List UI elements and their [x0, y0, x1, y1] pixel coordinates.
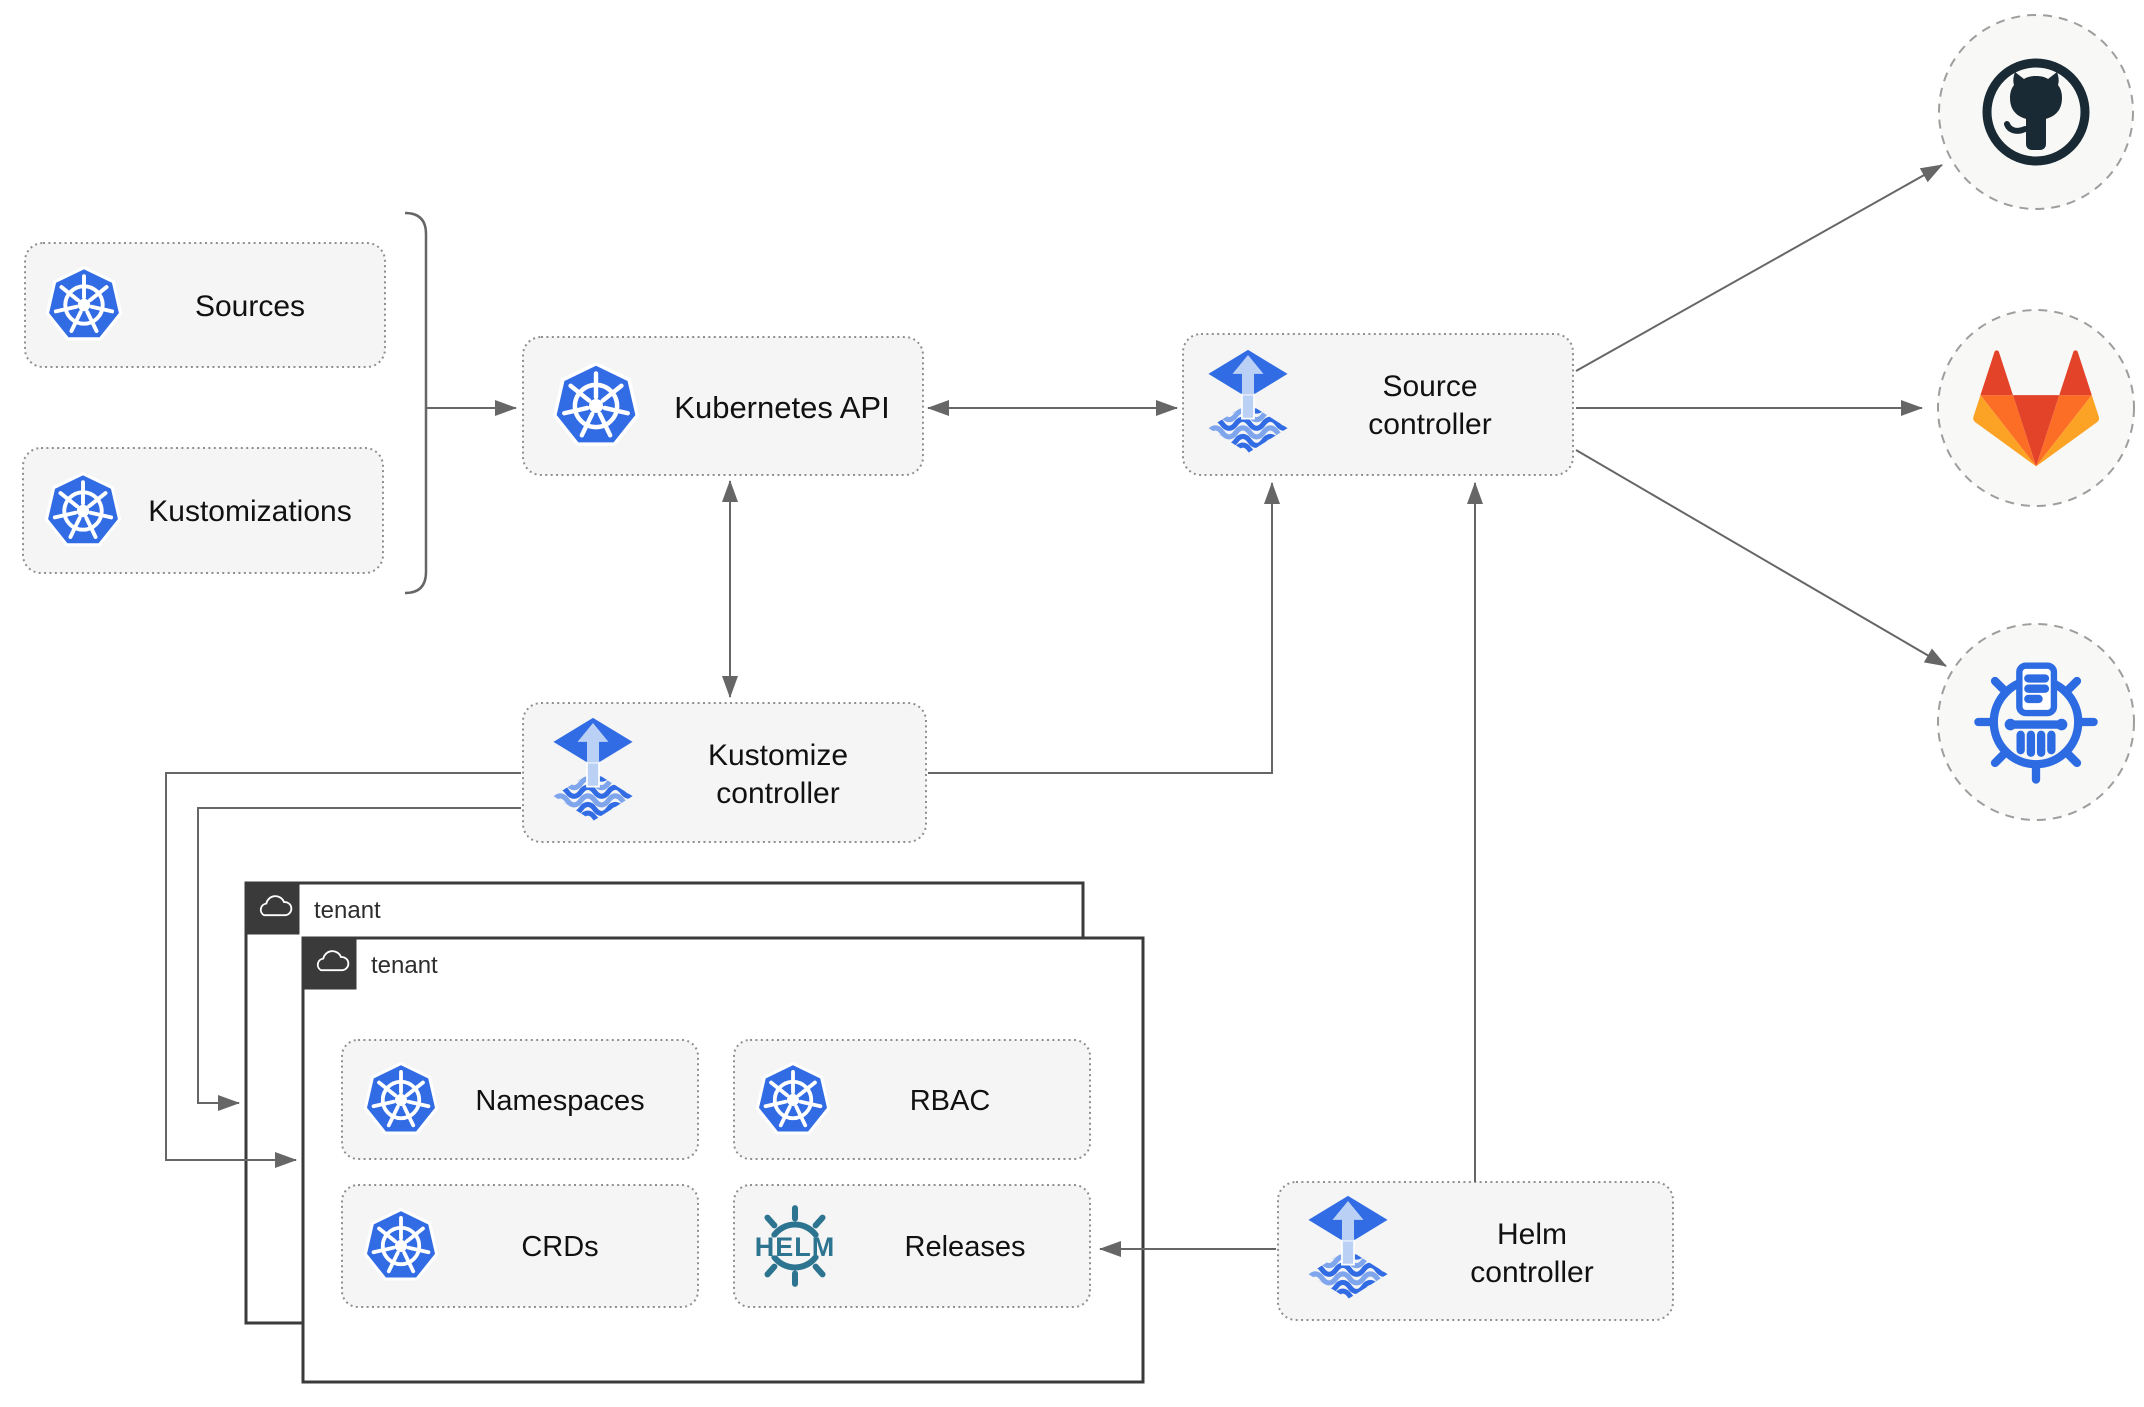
helm-controller-label-line2: controller [1470, 1256, 1593, 1289]
kustomizations-rect [22, 447, 384, 574]
edge-kustomize-controller-tenant-front [165, 772, 521, 1168]
kubernetes-icon [363, 1062, 439, 1135]
helm-wordmark: HELM [755, 1232, 836, 1262]
namespaces-label: Namespaces [475, 1085, 644, 1117]
kubernetes-icon [555, 364, 638, 444]
node-kustomize-controller: Kustomize controller [522, 702, 927, 843]
edge-kustomize-controller-tenant-back [197, 807, 521, 1111]
kubernetes-icon [363, 1208, 439, 1281]
tenant-front-label: tenant [371, 952, 438, 979]
edge-source-controller-chart-repository [1575, 449, 1947, 667]
node-rbac: RBAC [733, 1039, 1091, 1160]
node-crds: CRDs [341, 1184, 699, 1308]
edges [165, 164, 1947, 1257]
node-namespaces: Namespaces [341, 1039, 699, 1160]
source-controller-label-line2: controller [1368, 408, 1491, 441]
rbac-label: RBAC [910, 1085, 991, 1117]
node-gitlab [1937, 309, 2135, 507]
node-github [1938, 14, 2134, 210]
kubernetes-icon [45, 266, 123, 341]
node-chart-repository [1937, 623, 2135, 821]
helm-icon: HELM [755, 1208, 836, 1284]
kubernetes-icon [755, 1062, 831, 1135]
tenant-back-label: tenant [314, 897, 381, 924]
namespaces-rect [341, 1039, 699, 1160]
kustomize-controller-label-line1: Kustomize [708, 739, 848, 772]
node-source-controller: Source controller [1182, 333, 1574, 476]
kubernetes-icon [44, 472, 122, 547]
source-controller-label-line1: Source [1382, 370, 1477, 403]
kustomize-controller-label-line2: controller [716, 777, 839, 810]
sources-label: Sources [195, 290, 305, 323]
crds-label: CRDs [521, 1231, 598, 1263]
node-releases: HELM Releases [733, 1184, 1091, 1308]
kubernetes-api-label: Kubernetes API [674, 390, 889, 425]
edge-kustomize-controller-source-controller [928, 482, 1280, 774]
node-kustomizations: Kustomizations [22, 447, 384, 574]
releases-label: Releases [905, 1231, 1026, 1263]
group-bracket [404, 211, 428, 595]
rbac-rect [733, 1039, 1091, 1160]
edge-source-controller-github [1575, 164, 1943, 372]
node-helm-controller: Helm controller [1277, 1181, 1674, 1321]
kustomizations-label: Kustomizations [148, 495, 351, 528]
node-kubernetes-api: Kubernetes API [522, 336, 924, 476]
crds-rect [341, 1184, 699, 1308]
kubernetes-api-rect [522, 336, 924, 476]
node-sources: Sources [24, 242, 386, 368]
source-controller-rect [1182, 333, 1574, 476]
chart-repository-icon [1978, 666, 2093, 780]
sources-rect [24, 242, 386, 368]
helm-controller-label-line1: Helm [1497, 1218, 1567, 1251]
